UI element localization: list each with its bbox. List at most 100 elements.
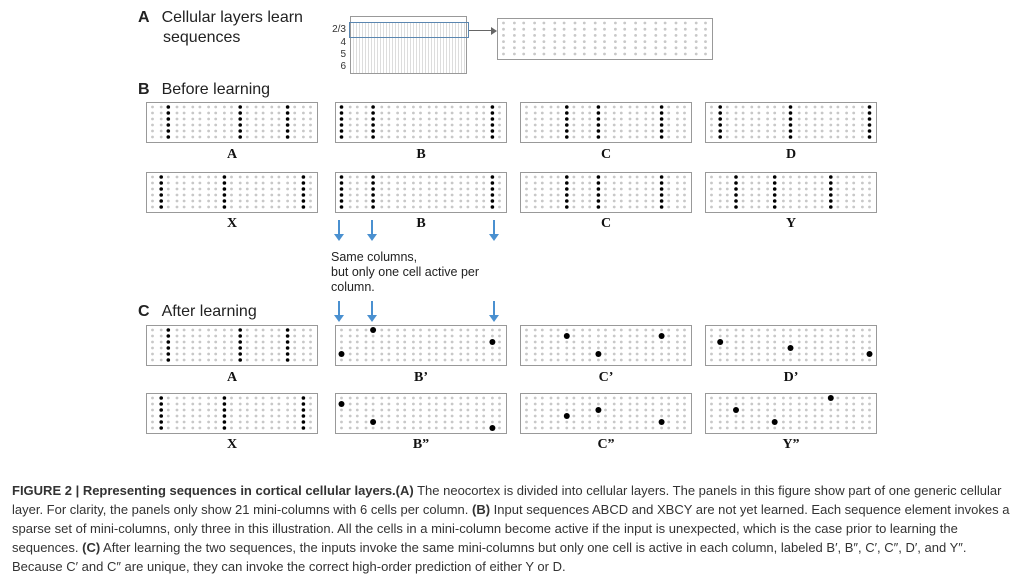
inactive-cell — [230, 414, 233, 418]
inactive-cell — [644, 346, 648, 350]
inactive-cell — [651, 420, 655, 424]
inactive-cell — [619, 175, 623, 179]
inactive-cell — [245, 181, 249, 185]
inactive-cell — [309, 187, 312, 191]
inactive-cell — [581, 352, 584, 356]
inactive-cell — [619, 199, 623, 203]
active-cell — [370, 419, 377, 425]
inactive-cell — [643, 46, 647, 50]
inactive-cell — [604, 205, 607, 209]
inactive-cell — [556, 414, 560, 418]
inactive-cell — [635, 123, 639, 127]
active-cell — [658, 419, 665, 425]
inactive-cell — [676, 340, 679, 344]
inactive-cell — [270, 426, 274, 430]
inactive-cell — [380, 420, 384, 424]
inactive-cell — [182, 187, 186, 191]
inactive-cell — [191, 426, 195, 430]
inactive-cell — [588, 346, 592, 350]
inactive-cell — [797, 420, 801, 424]
inactive-cell — [427, 358, 431, 362]
inactive-cell — [741, 334, 745, 338]
inactive-cell — [238, 396, 242, 400]
inactive-cell — [644, 396, 648, 400]
inactive-cell — [151, 205, 154, 209]
inactive-cell — [380, 205, 384, 209]
minicolumn-panel — [146, 393, 318, 434]
inactive-cell — [683, 27, 687, 31]
active-cell — [718, 111, 722, 115]
inactive-cell — [829, 135, 833, 139]
active-cell — [166, 340, 171, 344]
inactive-cell — [750, 193, 754, 197]
inactive-cell — [270, 181, 274, 185]
inactive-cell — [804, 414, 808, 418]
inactive-cell — [245, 408, 249, 412]
inactive-cell — [175, 346, 179, 350]
inactive-cell — [604, 129, 607, 133]
inactive-cell — [254, 199, 258, 203]
inactive-cell — [725, 135, 729, 139]
active-cell — [301, 181, 306, 185]
inactive-cell — [565, 352, 569, 356]
inactive-cell — [782, 408, 785, 412]
active-cell — [301, 187, 306, 191]
active-cell — [596, 205, 601, 209]
inactive-cell — [254, 352, 258, 356]
inactive-cell — [782, 181, 785, 185]
inactive-cell — [694, 34, 698, 37]
inactive-cell — [166, 408, 170, 412]
inactive-cell — [198, 181, 202, 185]
inactive-cell — [789, 205, 792, 209]
inactive-cell — [207, 193, 210, 197]
inactive-cell — [175, 402, 179, 406]
inactive-cell — [380, 199, 384, 203]
active-cell — [285, 346, 290, 350]
inactive-cell — [540, 123, 544, 127]
inactive-cell — [364, 135, 368, 139]
inactive-cell — [403, 205, 407, 209]
annotation-note: Same columns, but only one cell active p… — [331, 250, 479, 295]
inactive-cell — [766, 117, 769, 121]
inactive-cell — [829, 426, 833, 430]
inactive-cell — [277, 175, 281, 179]
inactive-cell — [804, 205, 808, 209]
active-cell — [788, 129, 793, 133]
inactive-cell — [182, 328, 186, 332]
inactive-cell — [797, 205, 801, 209]
inactive-cell — [836, 175, 840, 179]
inactive-cell — [852, 123, 856, 127]
inactive-cell — [261, 426, 265, 430]
active-cell — [301, 396, 306, 400]
inactive-cell — [663, 34, 667, 37]
inactive-cell — [207, 199, 210, 203]
inactive-cell — [836, 123, 840, 127]
inactive-cell — [562, 34, 566, 37]
inactive-cell — [651, 135, 655, 139]
inactive-cell — [820, 340, 824, 344]
inactive-cell — [635, 129, 639, 133]
inactive-cell — [214, 334, 218, 338]
inactive-cell — [820, 402, 824, 406]
active-cell — [301, 426, 306, 430]
inactive-cell — [750, 402, 754, 406]
inactive-cell — [277, 358, 281, 362]
inactive-cell — [604, 340, 607, 344]
inactive-cell — [581, 129, 584, 133]
inactive-cell — [750, 340, 754, 344]
inactive-cell — [619, 105, 623, 109]
inactive-cell — [773, 408, 777, 412]
inactive-cell — [757, 129, 761, 133]
inactive-cell — [482, 129, 486, 133]
inactive-cell — [270, 111, 274, 115]
active-cell — [159, 408, 163, 412]
inactive-cell — [443, 181, 447, 185]
inactive-cell — [604, 334, 607, 338]
inactive-cell — [198, 352, 202, 356]
inactive-cell — [644, 358, 648, 362]
inactive-cell — [734, 135, 738, 139]
inactive-cell — [309, 129, 312, 133]
inactive-cell — [694, 46, 698, 50]
inactive-cell — [151, 346, 154, 350]
inactive-cell — [572, 205, 576, 209]
